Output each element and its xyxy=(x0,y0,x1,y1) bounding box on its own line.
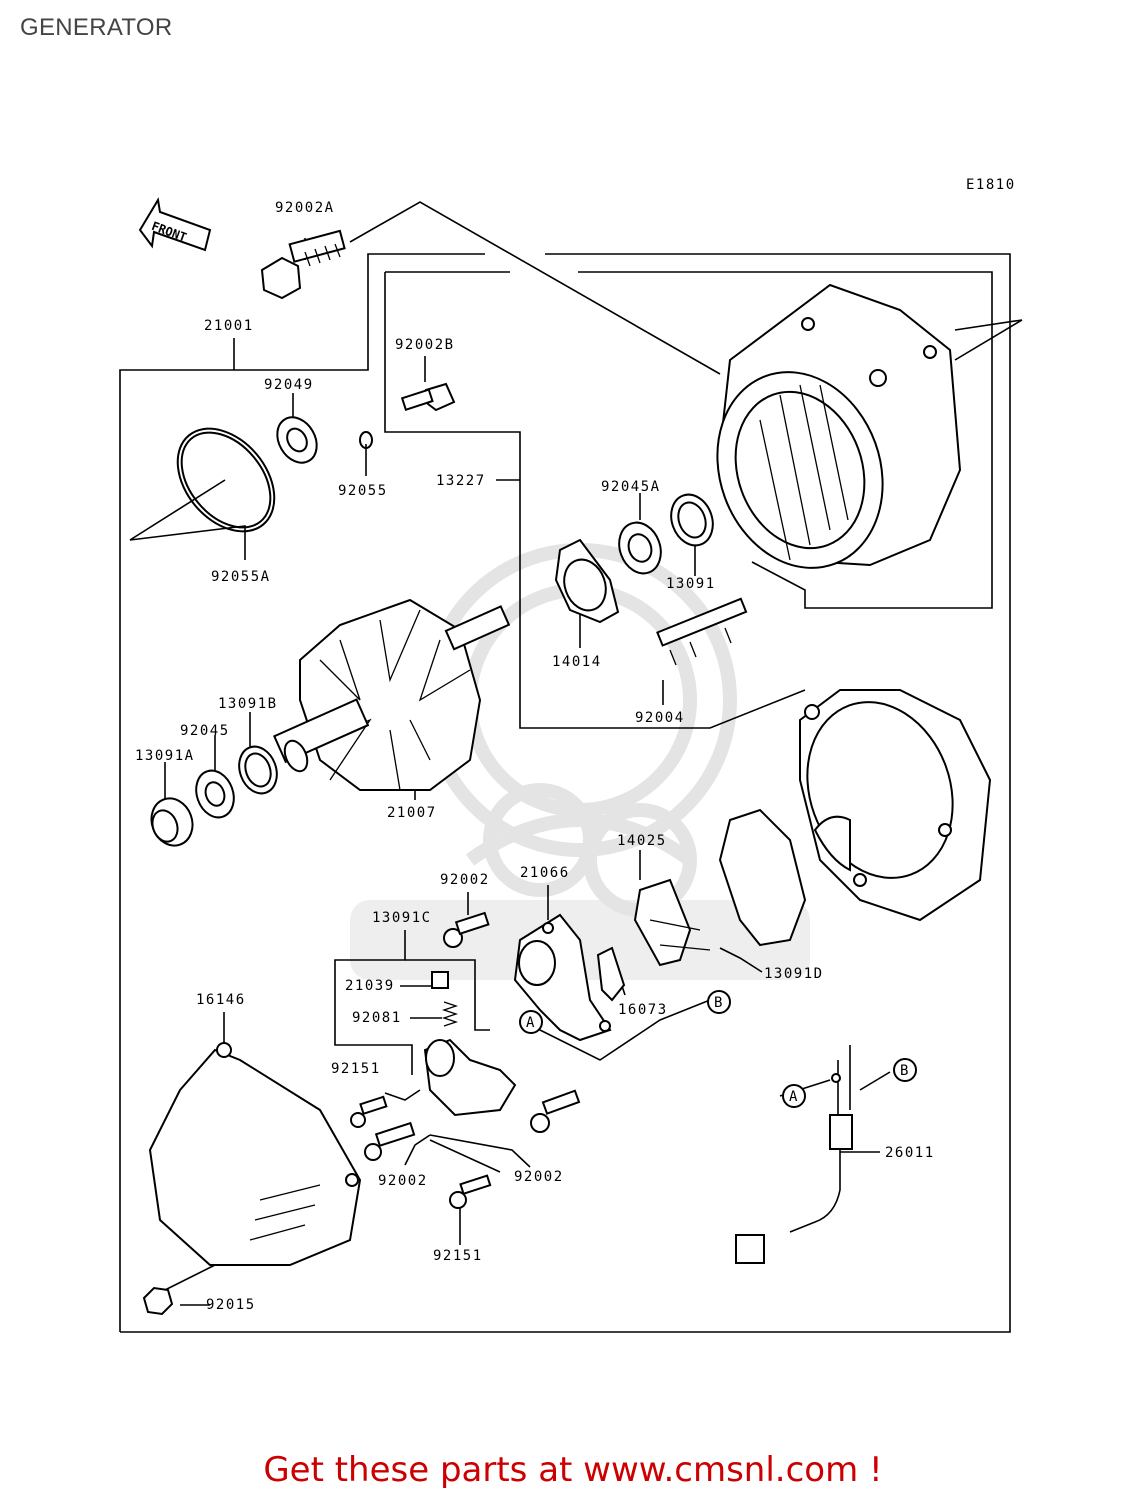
brush-holder-14025-icon xyxy=(633,808,807,967)
part-label[interactable]: 92045A xyxy=(601,479,661,495)
end-cover-stator-icon xyxy=(799,689,992,922)
screw-92002-top-icon xyxy=(443,911,490,948)
rotor-21007-icon xyxy=(272,598,511,791)
footer-link[interactable]: Get these parts at www.cmsnl.com ! xyxy=(263,1450,883,1490)
part-label[interactable]: 92049 xyxy=(264,377,314,393)
brush-16073-icon xyxy=(596,946,626,1002)
svg-text:A: A xyxy=(526,1015,536,1031)
part-label[interactable]: 16073 xyxy=(618,1002,668,1018)
part-label[interactable]: 92002 xyxy=(378,1173,428,1189)
seal-13091-icon xyxy=(670,493,714,547)
part-label[interactable]: 14014 xyxy=(552,654,602,670)
screw-92002-right-icon xyxy=(530,1089,581,1133)
connector-a-marker: A xyxy=(519,1010,543,1034)
part-label[interactable]: 21039 xyxy=(345,978,395,994)
part-label[interactable]: 92002A xyxy=(275,200,335,216)
bolt-92002B-icon xyxy=(400,382,456,412)
screw-92002-left-icon xyxy=(364,1121,416,1161)
regulator-21066-icon xyxy=(513,913,612,1042)
part-label[interactable]: 13091C xyxy=(372,910,432,926)
seal-13091B-icon xyxy=(238,745,278,795)
part-label[interactable]: 13091A xyxy=(135,748,195,764)
page-title: GENERATOR xyxy=(20,14,173,41)
bolt-92002A-icon xyxy=(260,229,346,300)
exploded-parts-diagram: E1810 FRONT xyxy=(119,177,1023,1333)
part-label[interactable]: 13091D xyxy=(764,966,824,982)
leader-lines xyxy=(129,201,1023,1306)
plate-14014-icon xyxy=(554,538,620,624)
front-arrow-icon: FRONT xyxy=(138,197,212,252)
bearing-92045A-icon xyxy=(618,521,662,575)
part-label[interactable]: 92151 xyxy=(331,1061,381,1077)
stud-92004-icon xyxy=(656,597,748,666)
part-label[interactable]: 92002 xyxy=(440,872,490,888)
part-label[interactable]: 92002B xyxy=(395,337,455,353)
part-label[interactable]: 16146 xyxy=(196,992,246,1008)
part-label[interactable]: 13227 xyxy=(436,473,486,489)
part-label[interactable]: 13091B xyxy=(218,696,278,712)
housing-13227-icon xyxy=(716,283,962,569)
diagram-code: E1810 xyxy=(966,177,1016,193)
bearing-92045-icon xyxy=(195,769,235,819)
assembly-frame xyxy=(119,253,1011,1333)
svg-text:B: B xyxy=(900,1063,910,1079)
bearing-92049-icon xyxy=(276,416,318,464)
part-label[interactable]: 92004 xyxy=(635,710,685,726)
part-label[interactable]: 92055A xyxy=(211,569,271,585)
brush-21039-icon xyxy=(431,971,449,989)
o-ring-92055A-icon xyxy=(176,427,276,533)
ring-92055-icon xyxy=(359,431,373,449)
part-label[interactable]: 21001 xyxy=(204,318,254,334)
collar-13091A-icon xyxy=(150,797,194,847)
part-label[interactable]: 92045 xyxy=(180,723,230,739)
brush-holder-13091C-icon xyxy=(423,1038,517,1117)
cover-16146-icon xyxy=(148,1042,362,1266)
part-label[interactable]: 13091 xyxy=(666,576,716,592)
nut-92015-icon xyxy=(142,1286,174,1316)
connector-b-marker: B xyxy=(707,990,731,1014)
connector-b-harness-marker: B xyxy=(893,1058,917,1082)
part-label[interactable]: 14025 xyxy=(617,833,667,849)
part-label[interactable]: 21066 xyxy=(520,865,570,881)
part-label[interactable]: 92081 xyxy=(352,1010,402,1026)
screw-92151-bottom-icon xyxy=(449,1174,492,1209)
connector-a-harness-marker: A xyxy=(782,1084,806,1108)
part-label[interactable]: 92151 xyxy=(433,1248,483,1264)
part-label[interactable]: 21007 xyxy=(387,805,437,821)
svg-text:A: A xyxy=(789,1089,799,1105)
part-label[interactable]: 26011 xyxy=(885,1145,935,1161)
wire-harness-26011-icon xyxy=(735,1045,853,1264)
part-label[interactable]: 92015 xyxy=(206,1297,256,1313)
screw-92151-left-icon xyxy=(350,1095,388,1128)
part-label[interactable]: 92055 xyxy=(338,483,388,499)
spring-92081-icon xyxy=(441,1001,459,1027)
svg-text:B: B xyxy=(714,995,724,1011)
part-label[interactable]: 92002 xyxy=(514,1169,564,1185)
